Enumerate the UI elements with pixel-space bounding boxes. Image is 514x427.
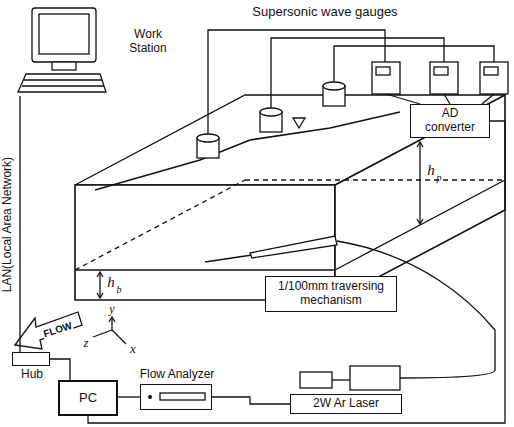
cable-line <box>118 396 140 397</box>
hub-box: Hub <box>12 352 50 366</box>
workstation: Work Station <box>12 6 178 96</box>
arrowhead <box>417 142 423 147</box>
dimension-arrow <box>99 273 100 297</box>
traverse-box: 1/100mm traversing mechanism <box>265 276 397 312</box>
workstation-illustration <box>18 8 106 92</box>
label-text: y <box>109 303 114 316</box>
cable <box>88 121 505 423</box>
laser-unit <box>300 372 332 388</box>
signal-wire <box>482 94 494 104</box>
bed-line <box>75 269 335 270</box>
axes <box>93 317 126 344</box>
label-text: z <box>83 336 88 350</box>
label-text: Supersonic wave gauges <box>252 5 397 19</box>
node-text: 2W Ar Laser <box>313 397 379 411</box>
laser-unit <box>350 366 400 390</box>
analyzer-box: Flow Analyzer <box>140 384 212 410</box>
arrowhead <box>97 293 103 298</box>
node-text: 1/100mm traversing mechanism <box>270 280 392 308</box>
analyzer-panel <box>148 393 205 400</box>
cable-line <box>212 397 290 404</box>
converter-box: AD converter <box>410 104 490 138</box>
label-text: h <box>427 162 435 179</box>
node-text: PC <box>79 391 97 406</box>
dimension-arrow <box>419 143 420 223</box>
probe-tip <box>205 255 252 262</box>
gauge-amplifier <box>372 62 508 94</box>
gauge-wire <box>334 46 494 82</box>
arrowhead <box>417 219 423 224</box>
label-text: LAN(Local Area Network) <box>1 157 14 292</box>
water-level-symbol <box>293 118 305 128</box>
cable <box>212 397 290 404</box>
node-text: Work Station <box>118 28 178 56</box>
signal-wire <box>386 94 420 104</box>
cable-line <box>19 96 20 352</box>
label-text: p <box>437 172 442 183</box>
node-text: Hub <box>13 368 51 382</box>
cable <box>118 397 140 398</box>
cable <box>50 359 70 380</box>
laser-box: 2W Ar Laser <box>290 394 402 414</box>
water-surface <box>95 112 400 190</box>
cable-line <box>50 359 70 380</box>
laser-link <box>332 379 350 380</box>
lda-probe <box>250 236 337 258</box>
pc-monitor: PC <box>58 380 118 416</box>
label-text: x <box>130 342 136 356</box>
node-text: AD converter <box>415 107 485 135</box>
label-text: b <box>117 284 122 295</box>
cable-line <box>88 121 505 423</box>
signal-wire <box>444 94 450 104</box>
flow-arrow <box>15 312 82 349</box>
gauge-wire <box>271 38 444 108</box>
node-text: Flow Analyzer <box>131 368 223 382</box>
cable <box>20 96 21 352</box>
bed-dashed <box>245 179 505 180</box>
arrowhead <box>97 272 103 277</box>
bed-dashed <box>75 180 245 270</box>
label-text: h <box>107 274 115 291</box>
